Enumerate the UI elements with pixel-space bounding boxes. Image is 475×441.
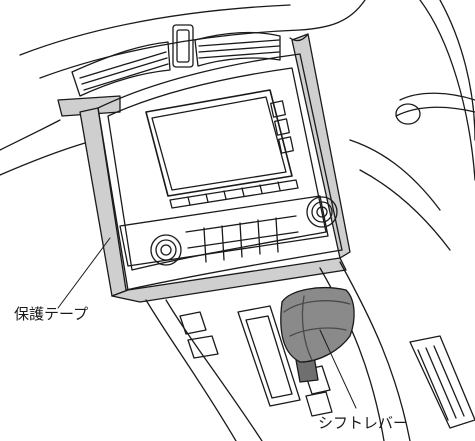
display-bottom-buttons <box>169 179 299 209</box>
hazard-switch <box>172 24 194 68</box>
display-screen <box>145 89 293 197</box>
accelerator-pedal <box>409 335 475 429</box>
air-vent-left <box>71 41 171 97</box>
steering-wheel <box>349 0 475 251</box>
air-vent-right <box>194 31 281 67</box>
tape-leader-line <box>57 237 111 309</box>
protective-tape-label: 保護テープ <box>14 305 89 323</box>
shift-lever-label: シフトレバー <box>318 414 409 432</box>
shift-lever <box>280 287 355 383</box>
right-knob <box>306 196 338 228</box>
display-side-buttons <box>270 100 294 154</box>
shift-leader-line <box>319 329 357 409</box>
left-knob <box>150 234 182 266</box>
climate-control-panel <box>119 195 329 267</box>
protective-tape <box>57 33 351 303</box>
center-panel <box>97 53 343 291</box>
dashboard-upper-lines <box>0 0 366 176</box>
